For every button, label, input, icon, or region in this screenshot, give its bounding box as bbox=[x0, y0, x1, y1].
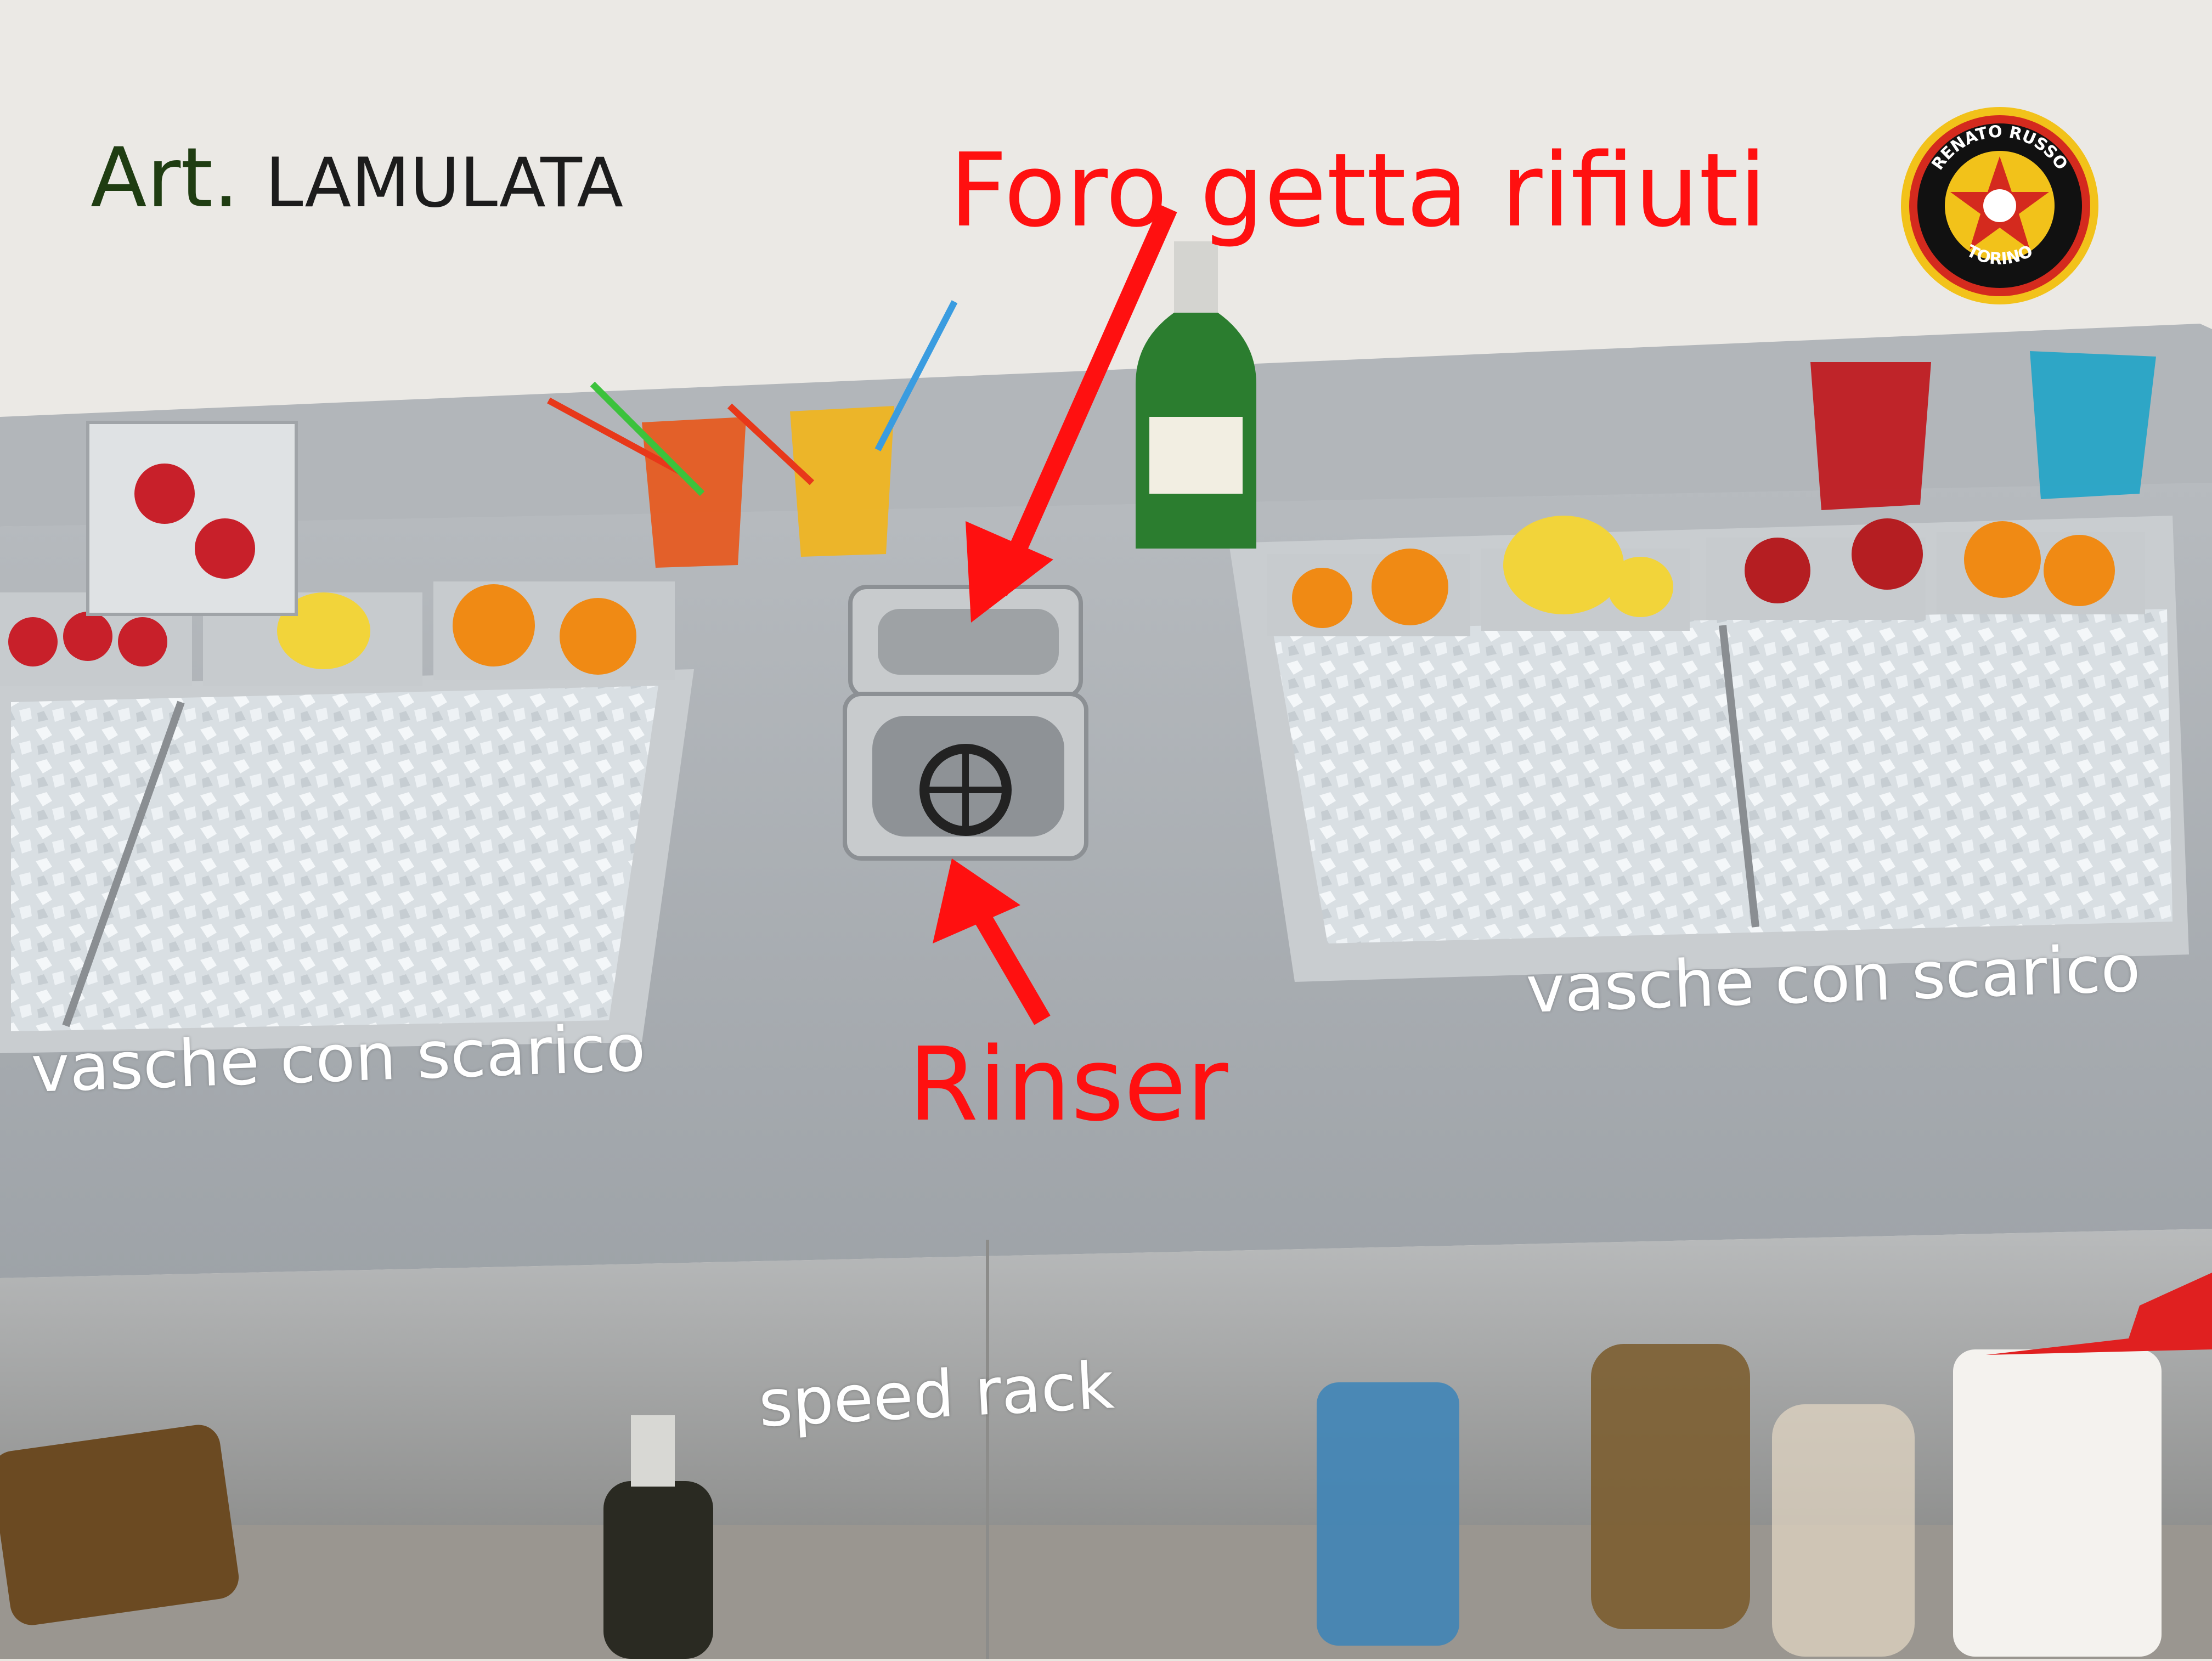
title-name: LAMULATA bbox=[265, 144, 624, 223]
callout-tanks-right: vasche con scarico bbox=[1525, 930, 2142, 1027]
callout-waste-hole: Foro getta rifiuti bbox=[949, 131, 1767, 250]
title-art: Art. bbox=[91, 131, 239, 226]
callout-rinser: Rinser bbox=[908, 1025, 1228, 1144]
renato-russo-logo: R RENATO RUSSO TORINO bbox=[1898, 104, 2101, 307]
svg-text:R: R bbox=[1993, 196, 2007, 218]
article-title: Art. LAMULATA bbox=[91, 137, 623, 219]
callout-speed-rack: speed rack bbox=[757, 1347, 1116, 1442]
callout-tanks-left: vasche con scarico bbox=[30, 1009, 647, 1107]
